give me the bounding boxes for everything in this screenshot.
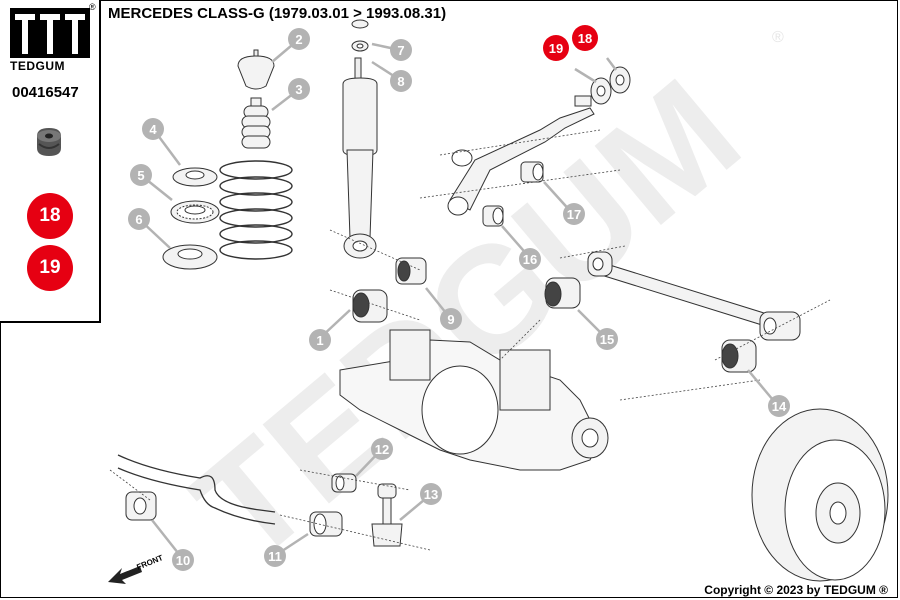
stabilizer-bushing-11 [309, 511, 343, 537]
spring-seat-lower [162, 244, 218, 270]
callout-14[interactable]: 14 [768, 395, 790, 417]
callout-12[interactable]: 12 [371, 438, 393, 460]
assembly-guide-lines [109, 129, 831, 551]
callout-markers: 1 2 3 4 5 6 7 8 9 10 11 12 13 14 15 16 1… [128, 25, 790, 571]
registered-mark: ® [89, 2, 96, 12]
callout-7[interactable]: 7 [390, 39, 412, 61]
callout-15[interactable]: 15 [596, 328, 618, 350]
spring-seat-upper [172, 167, 218, 187]
callout-6[interactable]: 6 [128, 208, 150, 230]
svg-text:10: 10 [176, 553, 190, 568]
svg-text:2: 2 [295, 32, 302, 47]
front-label: FRONT [135, 553, 164, 572]
callout-3[interactable]: 3 [288, 78, 310, 100]
svg-text:1: 1 [316, 333, 323, 348]
svg-text:3: 3 [295, 82, 302, 97]
svg-text:17: 17 [567, 207, 581, 222]
stabilizer-bushing-12 [331, 473, 357, 493]
callout-17[interactable]: 17 [563, 203, 585, 225]
svg-text:6: 6 [135, 212, 142, 227]
callout-leaders [139, 39, 779, 559]
bump-stop [237, 49, 275, 90]
callout-13[interactable]: 13 [420, 483, 442, 505]
brand-name: TEDGUM [10, 59, 65, 73]
svg-text:11: 11 [268, 549, 282, 564]
bushing-product-icon [37, 128, 61, 156]
callout-18[interactable]: 18 [572, 25, 598, 51]
svg-text:15: 15 [600, 332, 614, 347]
svg-text:5: 5 [137, 168, 144, 183]
page-title: MERCEDES CLASS-G (1979.03.01 > 1993.08.3… [108, 5, 447, 22]
sidebar-panel: ® TEDGUM 00416547 18 19 [0, 0, 101, 323]
callout-9[interactable]: 9 [440, 308, 462, 330]
callout-16[interactable]: 16 [519, 248, 541, 270]
protective-bellow [241, 97, 271, 149]
front-direction-arrow-icon: FRONT [108, 553, 164, 584]
shock-top-bushing [351, 19, 369, 52]
coil-spring [219, 160, 293, 260]
callout-11[interactable]: 11 [264, 545, 286, 567]
bushings-mounted [352, 257, 757, 373]
svg-text:14: 14 [772, 399, 787, 414]
axle-housing [339, 329, 609, 471]
callout-19[interactable]: 19 [543, 35, 569, 61]
callout-2[interactable]: 2 [288, 28, 310, 50]
stabilizer-bushing-10 [125, 491, 157, 521]
arm-bushings [482, 161, 544, 227]
callout-4[interactable]: 4 [142, 118, 164, 140]
callout-10[interactable]: 10 [172, 549, 194, 571]
bearing-ring [170, 200, 220, 224]
svg-text:13: 13 [424, 487, 438, 502]
callout-5[interactable]: 5 [130, 164, 152, 186]
svg-text:4: 4 [149, 122, 157, 137]
shock-absorber [342, 57, 378, 259]
callout-8[interactable]: 8 [390, 70, 412, 92]
highlight-badge-19[interactable]: 19 [27, 245, 73, 291]
wheel [751, 408, 889, 582]
svg-text:19: 19 [549, 41, 563, 56]
part-number: 00416547 [12, 84, 79, 101]
stabilizer-bar [117, 454, 276, 525]
callout-1[interactable]: 1 [309, 329, 331, 351]
copyright-notice: Copyright © 2023 by TEDGUM ® [704, 583, 888, 597]
svg-text:12: 12 [375, 442, 389, 457]
svg-text:8: 8 [397, 74, 404, 89]
diagram-registered-mark: ® [772, 29, 784, 46]
highlight-badge-18[interactable]: 18 [27, 193, 73, 239]
upper-control-arm [447, 95, 595, 216]
exploded-suspension-diagram: TEDGUM [108, 19, 889, 593]
svg-text:7: 7 [397, 43, 404, 58]
svg-text:9: 9 [447, 312, 454, 327]
arm-washers [590, 66, 631, 105]
svg-text:16: 16 [523, 252, 537, 267]
stabilizer-link-13 [371, 483, 403, 547]
tedgum-logo-icon [10, 8, 90, 58]
svg-text:18: 18 [578, 31, 592, 46]
